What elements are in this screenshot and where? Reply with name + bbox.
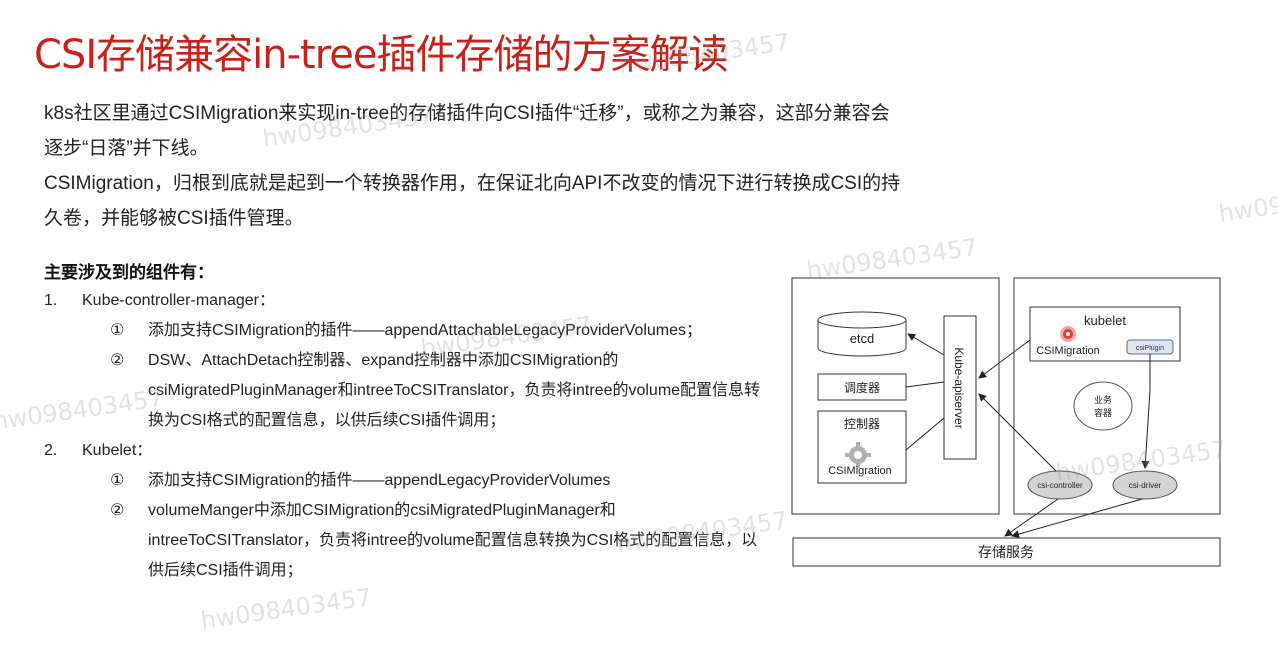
apiserver-label: Kube-apiserver: [952, 347, 966, 428]
circled-number: ②: [110, 502, 125, 519]
business-container-label-2: 容器: [1094, 407, 1112, 418]
list-number: 2.: [44, 442, 58, 459]
intro-text: k8s社区里通过CSIMigration来实现in-tree的存储插件向CSI插…: [44, 96, 904, 236]
circled-number: ②: [110, 352, 125, 369]
business-container: [1073, 381, 1133, 431]
arrow-driver-storage: [1011, 498, 1143, 538]
arrow-kubelet-apiserver: [978, 339, 1031, 379]
circled-number: ①: [110, 472, 125, 489]
sub-item: ① 添加支持CSIMigration的插件——appendAttachableL…: [44, 316, 764, 346]
list-number: 1.: [44, 292, 58, 309]
arrow-csicontroller-apiserver: [978, 393, 1057, 472]
components-heading: 主要涉及到的组件有：: [44, 263, 214, 282]
sub-item: ② volumeManger中添加CSIMigration的csiMigrate…: [44, 496, 764, 586]
watermark: hw098403457: [198, 583, 374, 635]
arrow-etcd-apiserver: [907, 333, 945, 356]
apiserver-box: [943, 315, 977, 460]
line-scheduler-apiserver: [905, 381, 945, 388]
sub-item-text: volumeManger中添加CSIMigration的csiMigratedP…: [148, 502, 758, 579]
arrow-controller-storage: [1004, 498, 1059, 537]
kubelet-box: [1029, 306, 1181, 362]
sub-item-text: DSW、AttachDetach控制器、expand控制器中添加CSIMigra…: [148, 352, 761, 429]
list-item-label: Kube-controller-manager：: [82, 292, 275, 309]
sub-item-text: 添加支持CSIMigration的插件——appendLegacyProvide…: [148, 472, 611, 489]
csiplugin-label: csiPlugin: [1136, 345, 1164, 352]
storage-service-label: 存储服务: [978, 544, 1034, 560]
sub-item: ① 添加支持CSIMigration的插件——appendLegacyProvi…: [44, 466, 764, 496]
sub-item-text: 添加支持CSIMigration的插件——appendAttachableLeg…: [148, 322, 703, 339]
business-container-label-1: 业务: [1094, 394, 1112, 405]
page-title: CSI存储兼容in-tree插件存储的方案解读: [34, 32, 728, 78]
intro-paragraph-1: k8s社区里通过CSIMigration来实现in-tree的存储插件向CSI插…: [44, 103, 890, 159]
arrow-csiplugin-driver: [1141, 354, 1151, 469]
list-item-kcm: 1. Kube-controller-manager：: [44, 286, 764, 316]
csi-controller-label: csi-controller: [1037, 481, 1083, 490]
etcd-cylinder: [817, 311, 907, 357]
kubelet-csimigration-label: CSIMigration: [1036, 345, 1100, 357]
list-item-label: Kubelet：: [82, 442, 153, 459]
kubelet-label: kubelet: [1084, 313, 1126, 328]
circled-number: ①: [110, 322, 125, 339]
gear-icon: [845, 442, 871, 468]
scheduler-label: 调度器: [844, 380, 880, 395]
storage-service-box: [792, 537, 1221, 567]
intro-paragraph-2: CSIMigration，归根到底就是起到一个转换器作用，在保证北向API不改变…: [44, 173, 901, 229]
architecture-diagram: etcd 调度器 控制器 CSIMigration Kube-apiserver…: [791, 277, 1221, 567]
watermark: hw098403457: [1216, 176, 1278, 228]
sub-item: ② DSW、AttachDetach控制器、expand控制器中添加CSIMig…: [44, 346, 764, 436]
csi-driver-label: csi-driver: [1129, 481, 1162, 490]
red-gear-icon: [1060, 326, 1076, 342]
etcd-label: etcd: [850, 331, 875, 346]
csi-controller-node: [1027, 470, 1093, 500]
line-controller-apiserver: [905, 417, 945, 451]
controller-csimigration-label: CSIMigration: [828, 465, 892, 477]
component-list: 1. Kube-controller-manager： ① 添加支持CSIMig…: [44, 286, 764, 586]
controller-label: 控制器: [844, 417, 880, 431]
csi-driver-node: [1112, 470, 1178, 500]
list-item-kubelet: 2. Kubelet：: [44, 436, 764, 466]
